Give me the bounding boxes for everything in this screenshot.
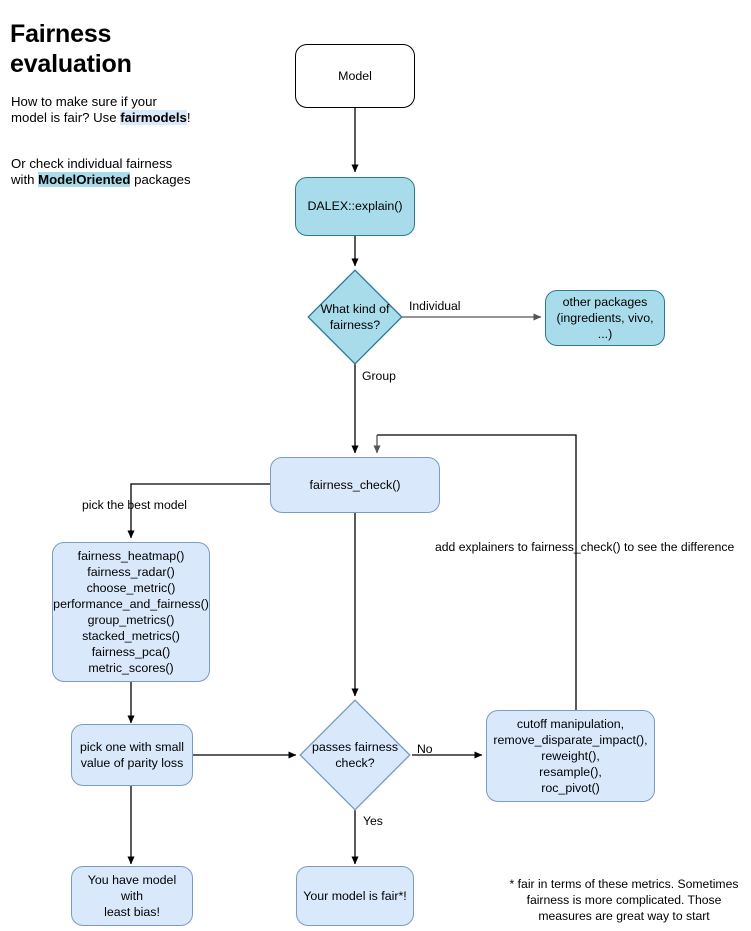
intro-p1-prefix: How to make sure if your model is fair? … [11,94,157,126]
footnote-line2: fairness is more complicated. Those [526,893,722,908]
node-passes-fairness-check[interactable]: passes fairness check? [299,699,411,811]
least-bias-line2: least bias! [104,905,160,920]
mitigation-name-line-3: reweight(), [541,748,600,763]
fairmodels-highlight: fairmodels [120,110,187,126]
intro-paragraph-fairmodels: How to make sure if your model is fair? … [11,94,191,127]
page-title: Fairness evaluation [10,20,132,78]
mitigation-name-line-5: roc_pivot() [541,781,600,796]
footnote-line3: measures are great way to start [538,909,710,924]
edge-label-pick-the-best-model: pick the best model [82,498,188,512]
mitigation-name-line-4: resample(), [539,765,602,780]
edge-label-no: No [417,742,433,756]
mitigation-name-line-1: cutoff manipulation, [516,716,625,731]
node-fairness-check[interactable]: fairness_check() [270,457,440,513]
other-packages-line1: other packages [562,294,648,309]
edge-label-group: Group [362,369,396,383]
function-name-line-5: group_metrics() [87,613,175,627]
edge-label-yes: Yes [363,814,383,828]
function-name-line-8: metric_scores() [88,661,174,676]
pick-one-line2: value of parity loss [80,756,184,770]
node-what-kind-of-fairness[interactable]: What kind of fairness? [307,269,403,365]
node-bias-mitigation-functions[interactable]: cutoff manipulation,remove_disparate_imp… [486,710,655,802]
function-name-line-7: fairness_pca() [91,645,171,660]
mitigation-name-line-2: remove_disparate_impact(), [493,732,648,747]
node-model[interactable]: Model [295,44,415,108]
intro-p1-suffix: ! [186,110,191,126]
other-packages-line2: (ingredients, vivo, ...) [556,310,654,342]
node-dalex-explain[interactable]: DALEX::explain() [295,177,415,236]
intro-p2-prefix: Or check individual fairness with [11,156,173,188]
edge-label-add-explainers: add explainers to fairness_check() to se… [435,540,735,554]
modeloriented-highlight: ModelOriented [38,172,131,188]
intro-p2-suffix: packages [130,172,191,188]
node-other-packages[interactable]: other packages (ingredients, vivo, ...) [545,290,665,346]
pick-one-line1: pick one with small [80,739,184,754]
edge-label-individual: Individual [409,299,461,313]
node-visualization-functions[interactable]: fairness_heatmap()fairness_radar()choose… [52,542,210,682]
function-name-line-3: choose_metric() [86,580,176,595]
function-name-line-2: fairness_radar() [87,564,175,579]
node-least-bias[interactable]: You have model with least bias! [71,866,193,926]
node-pick-one-small-parity-loss[interactable]: pick one with small value of parity loss [71,724,193,786]
footnote: * fair in terms of these metrics. Someti… [500,876,748,925]
function-name-line-1: fairness_heatmap() [77,548,185,563]
function-name-line-6: stacked_metrics() [82,629,180,644]
function-name-line-4: performance_and_fairness() [53,596,209,611]
least-bias-line1: You have model with [87,872,177,903]
footnote-line1: * fair in terms of these metrics. Someti… [509,877,739,891]
node-model-is-fair[interactable]: Your model is fair*! [296,866,414,926]
intro-paragraph-modeloriented: Or check individual fairness with ModelO… [11,156,191,189]
